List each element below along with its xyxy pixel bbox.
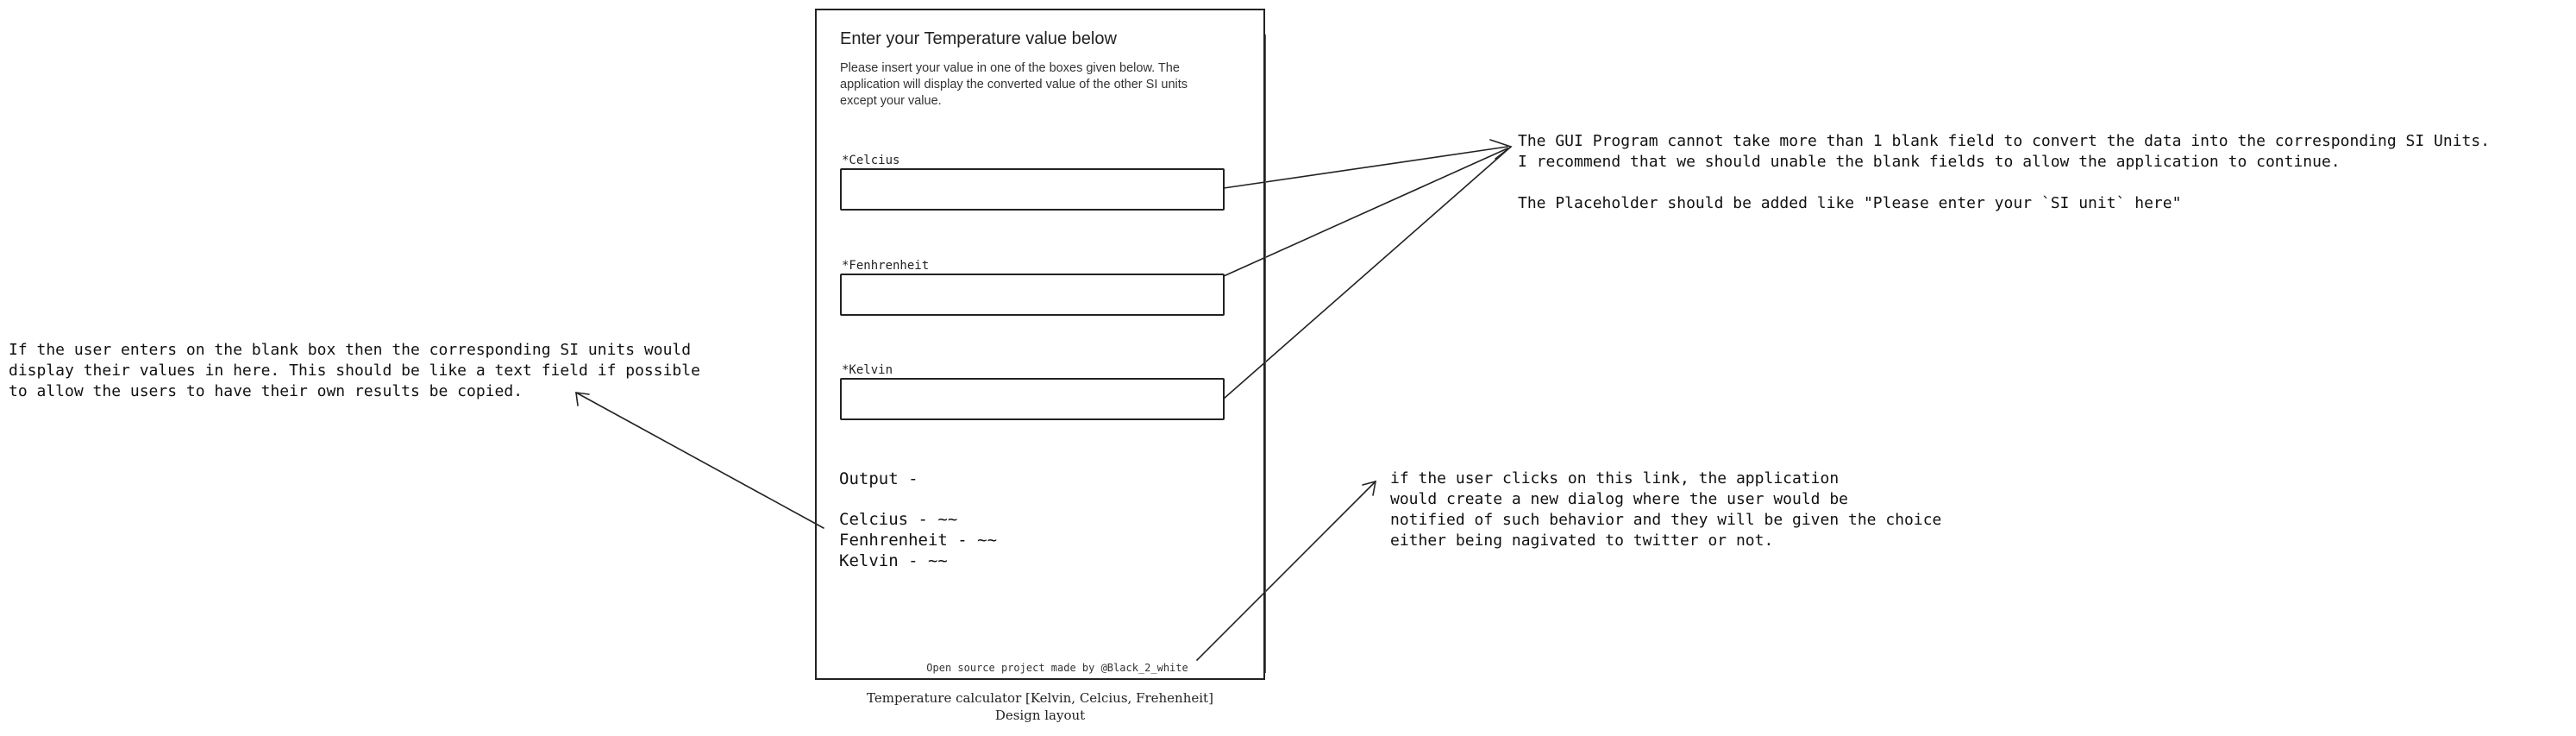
footer-link[interactable]: Open source project made by @Black_2_whi… [926, 662, 1188, 674]
celcius-label: *Celcius [842, 154, 900, 167]
celcius-input[interactable] [840, 168, 1225, 211]
note-bottom-right: if the user clicks on this link, the app… [1390, 469, 1942, 550]
arrowhead-bottom-right [1362, 480, 1377, 496]
app-description: Please insert your value in one of the b… [840, 61, 1188, 108]
caption-title: Temperature calculator [Kelvin, Celcius,… [867, 690, 1213, 706]
frame-edge [1261, 35, 1266, 673]
arrow-kelvin-to-note [1223, 146, 1512, 399]
app-title: Enter your Temperature value below [840, 29, 1117, 48]
kelvin-input[interactable] [840, 378, 1225, 420]
caption-subtitle: Design layout [994, 708, 1086, 723]
arrow-celcius-to-note [1223, 146, 1508, 189]
note-top-right: The GUI Program cannot take more than 1 … [1518, 132, 2491, 212]
fenhrenheit-label: *Fenhrenheit [842, 259, 930, 273]
note-left: If the user enters on the blank box then… [9, 341, 700, 400]
arrow-output-to-left-note [575, 392, 824, 529]
output-kelvin[interactable]: Kelvin - ~~ [839, 551, 948, 570]
app-window: Enter your Temperature value below Pleas… [815, 9, 1265, 680]
output-fenhrenheit[interactable]: Fenhrenheit - ~~ [839, 531, 998, 550]
kelvin-label: *Kelvin [842, 363, 893, 377]
arrowhead-top-right [1489, 139, 1513, 160]
fenhrenheit-input[interactable] [840, 274, 1225, 316]
arrow-footer-to-note [1196, 481, 1376, 661]
arrow-fenhrenheit-to-note [1223, 148, 1508, 277]
output-title: Output - [839, 469, 918, 488]
output-celcius[interactable]: Celcius - ~~ [839, 510, 958, 529]
arrowhead-left [575, 392, 590, 406]
